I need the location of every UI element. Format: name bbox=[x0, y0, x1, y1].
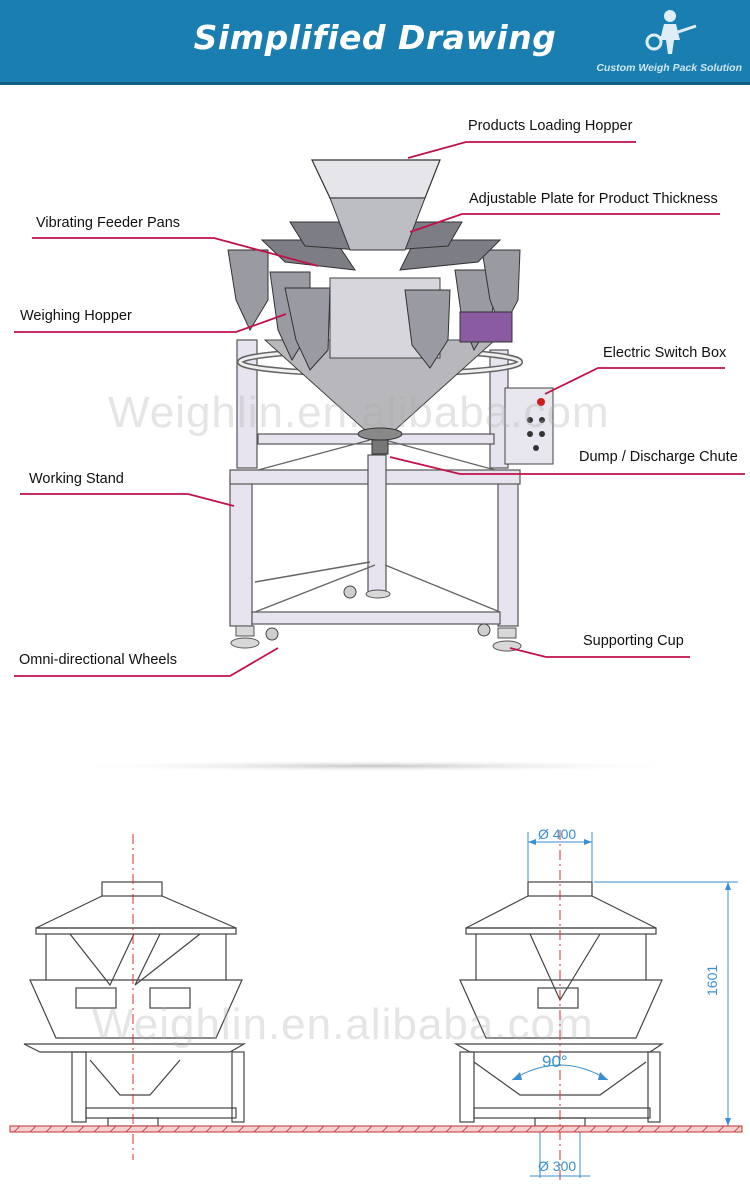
leader-working-stand bbox=[20, 493, 235, 507]
weighing-hoppers bbox=[227, 249, 521, 371]
label-supporting-cup: Supporting Cup bbox=[583, 633, 684, 649]
supporting-cups bbox=[230, 589, 522, 652]
watermark-bottom: Weighlin.en.alibaba.com bbox=[92, 1000, 594, 1049]
dimension-top-diameter: Ø 400 bbox=[538, 826, 577, 842]
label-working-stand: Working Stand bbox=[29, 471, 124, 487]
ground-line bbox=[9, 1125, 743, 1133]
ground-hatching bbox=[13, 1125, 741, 1133]
dimension-bottom-diameter: Ø 300 bbox=[538, 1158, 577, 1174]
page-title: Simplified Drawing bbox=[193, 18, 557, 57]
label-dump-discharge-chute: Dump / Discharge Chute bbox=[579, 449, 738, 465]
header-banner: Simplified Drawing Custom Weigh Pack Sol… bbox=[0, 0, 750, 85]
loading-hopper bbox=[311, 159, 441, 199]
worker-with-tool-icon bbox=[645, 10, 697, 54]
leader-switch-box bbox=[544, 367, 725, 395]
leader-weighing-hopper bbox=[14, 313, 287, 333]
front-view-drawing bbox=[23, 881, 247, 1127]
leader-adjustable-plate bbox=[409, 213, 720, 233]
label-adjustable-plate: Adjustable Plate for Product Thickness bbox=[469, 191, 718, 207]
leader-feeder-pans bbox=[32, 237, 319, 267]
leader-omni-wheels bbox=[14, 647, 279, 677]
leader-loading-hopper bbox=[407, 141, 636, 159]
label-electric-switch-box: Electric Switch Box bbox=[603, 345, 727, 361]
dimension-angle: 90° bbox=[542, 1052, 568, 1071]
label-products-loading-hopper: Products Loading Hopper bbox=[468, 118, 633, 134]
electric-switch-box bbox=[504, 387, 554, 465]
dimension-height: 1601 bbox=[704, 964, 720, 996]
purple-panel bbox=[459, 311, 513, 343]
label-vibrating-feeder-pans: Vibrating Feeder Pans bbox=[36, 215, 181, 231]
working-stand-frame bbox=[229, 339, 521, 627]
leader-supporting-cup bbox=[509, 647, 690, 658]
label-weighing-hopper: Weighing Hopper bbox=[20, 308, 132, 324]
leader-lines bbox=[14, 141, 745, 677]
section-divider-shadow bbox=[55, 760, 695, 772]
leader-discharge-chute bbox=[389, 456, 745, 475]
brand-tagline: Custom Weigh Pack Solution bbox=[596, 62, 742, 74]
label-omni-wheels: Omni-directional Wheels bbox=[19, 652, 177, 668]
watermark-top: Weighlin.en.alibaba.com bbox=[108, 388, 610, 437]
omni-wheels bbox=[265, 585, 491, 641]
dimension-arrows bbox=[512, 839, 731, 1126]
